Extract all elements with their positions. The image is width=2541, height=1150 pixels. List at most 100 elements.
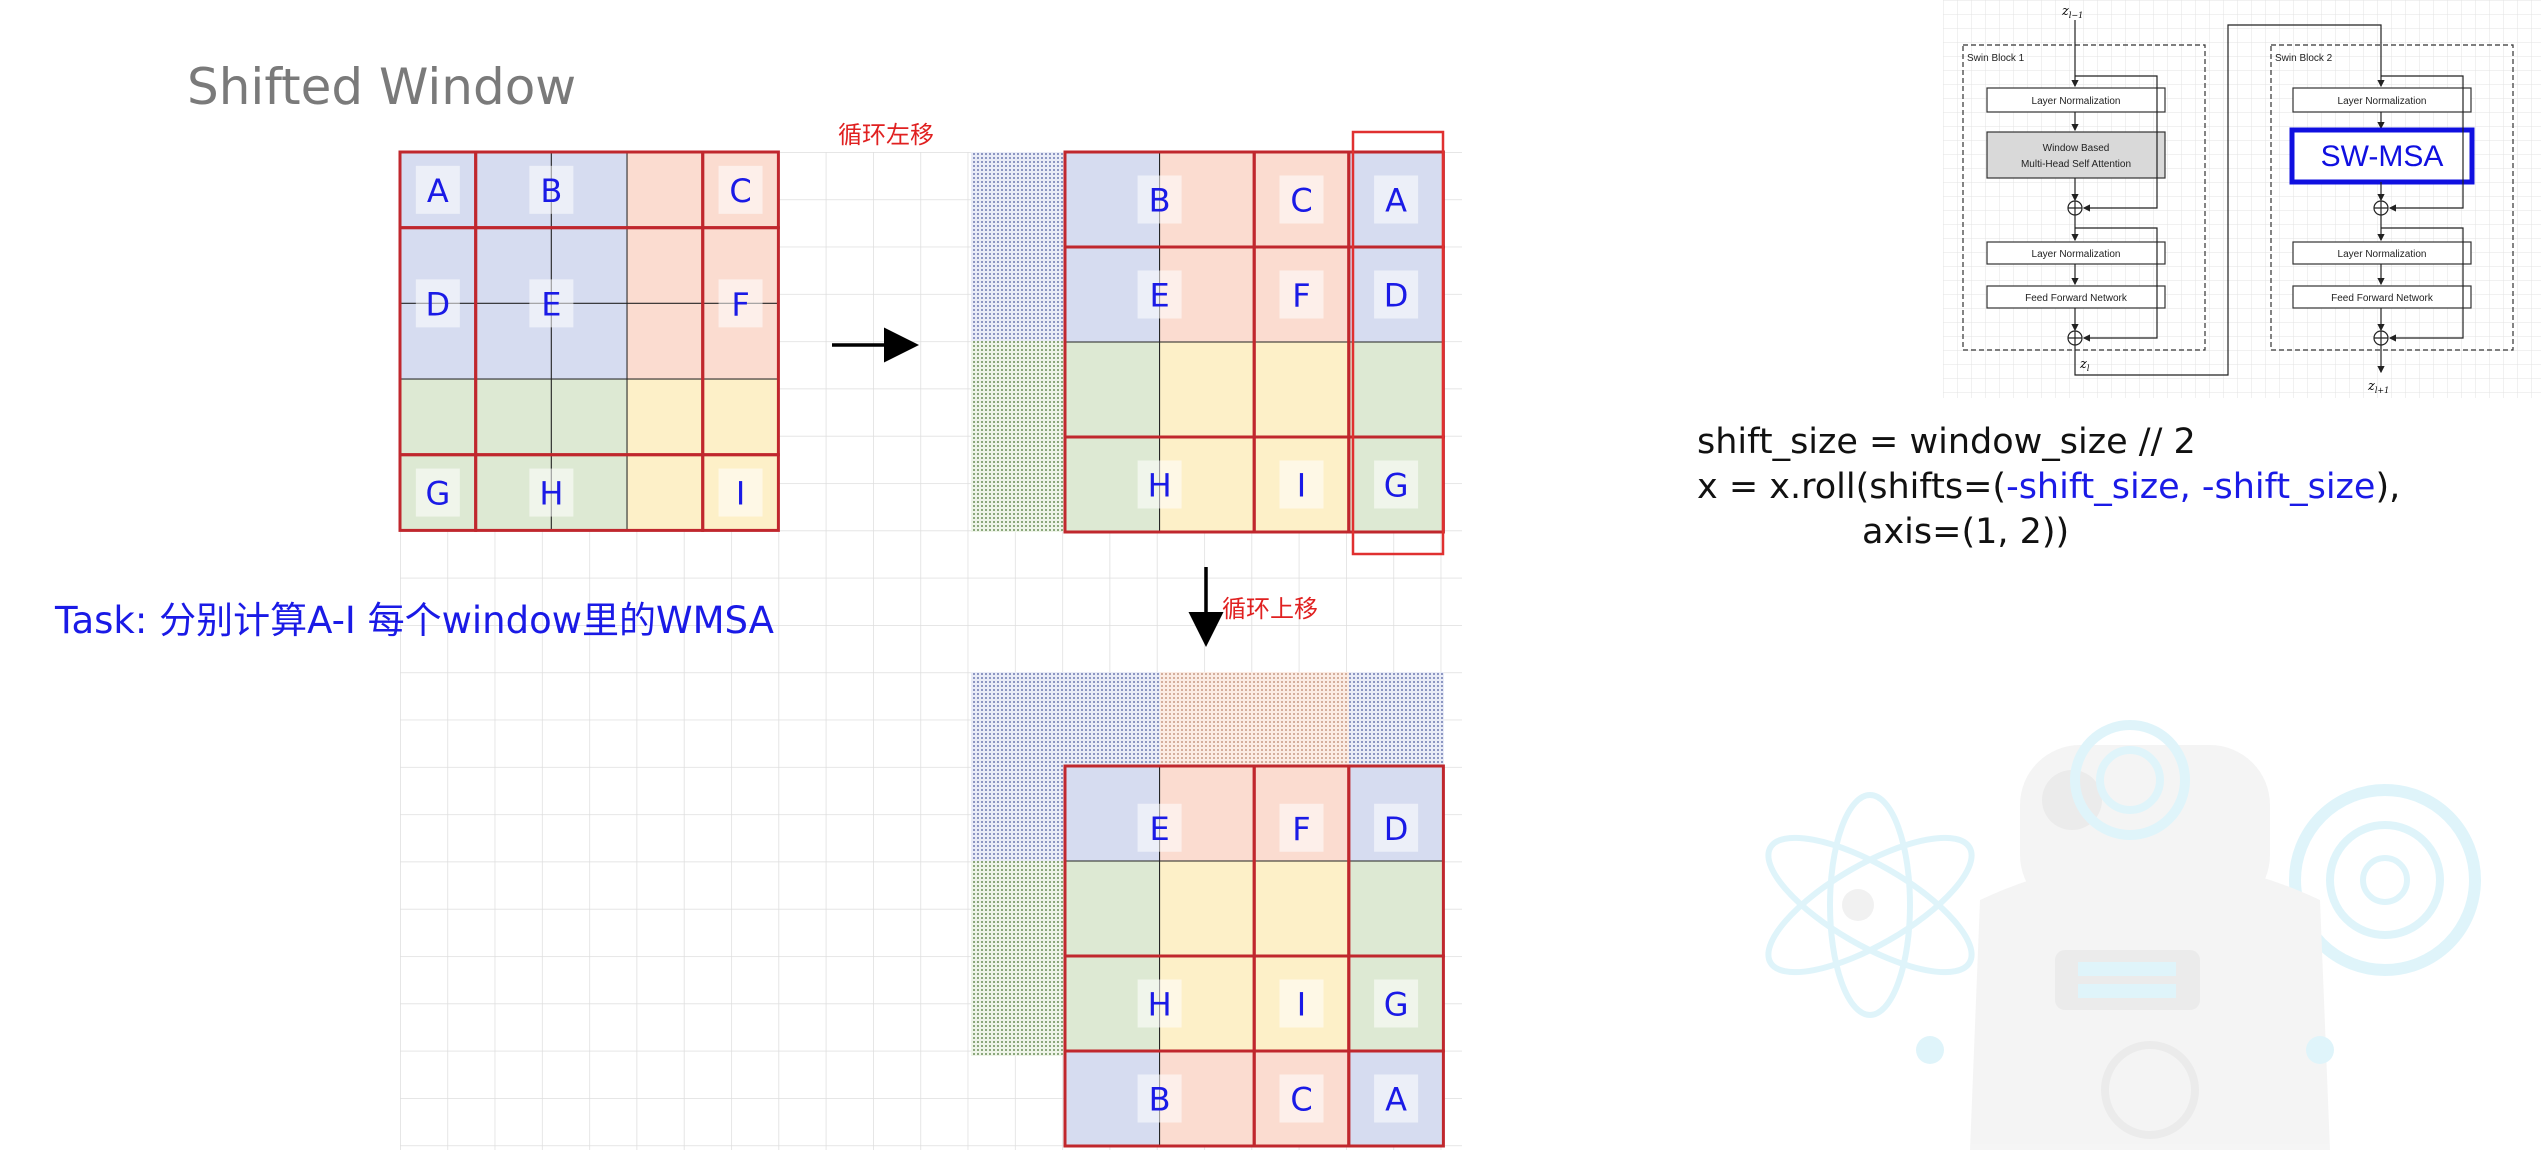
- svg-text:Window Based: Window Based: [2043, 143, 2110, 154]
- block2-swmsa: [2289, 127, 2475, 185]
- window-label-bg: [1374, 979, 1419, 1028]
- vacated-strip-left: [971, 152, 1066, 341]
- code-block: shift_size = window_size // 2 x = x.roll…: [1697, 420, 2400, 555]
- grid-cell: [1348, 860, 1444, 957]
- svg-text:SW-MSA: SW-MSA: [2321, 140, 2444, 173]
- vacated-strip-top-blue2: [1349, 672, 1444, 766]
- window-label-bg: [1374, 270, 1419, 319]
- window-label-B: B: [1149, 1081, 1171, 1119]
- svg-text:Layer Normalization: Layer Normalization: [2032, 96, 2121, 107]
- swin-block-1-title: Swin Block 1: [1967, 53, 2025, 64]
- svg-text:Layer Normalization: Layer Normalization: [2032, 249, 2121, 260]
- window-label-H: H: [1148, 986, 1172, 1024]
- grid-cell: [1253, 860, 1350, 957]
- grid-cell: [1159, 341, 1255, 438]
- window-label-bg: [1279, 979, 1324, 1028]
- swin-block-2: [2270, 44, 2514, 351]
- window-label-B: B: [540, 172, 562, 210]
- svg-text:Multi-Head Self Attention: Multi-Head Self Attention: [2021, 159, 2131, 170]
- code-line-2-args: -shift_size, -shift_size: [2006, 467, 2376, 507]
- task-text: Task: 分别计算A-I 每个window里的WMSA: [55, 599, 774, 642]
- window-label-bg: [1374, 1074, 1419, 1123]
- vacated-strip-top-blue: [971, 672, 1160, 766]
- vacated-strip-left-bottom: [971, 341, 1066, 532]
- grid-cell: [626, 227, 704, 304]
- grid-cell: [1348, 341, 1444, 438]
- slide-title: Shifted Window: [187, 58, 577, 116]
- grid-cell: [626, 378, 704, 456]
- code-line-2-suffix: ),: [2375, 467, 2401, 507]
- window-label-G: G: [1384, 467, 1409, 505]
- swin-architecture-figure: Swin Block 1 zl−1 Layer Normalization Wi…: [1943, 0, 2541, 398]
- window-label-G: G: [1384, 986, 1409, 1024]
- block1-wmsa: [1986, 131, 2166, 179]
- window-label-G: G: [425, 475, 450, 513]
- vacated-strip-side-green: [971, 861, 1066, 1056]
- vacated-strip-top-pink: [1160, 672, 1349, 766]
- mid-z-label: zl: [2079, 357, 2090, 373]
- code-line-2-prefix: x = x.roll(shifts=(: [1697, 467, 2007, 507]
- window-label-bg: [529, 279, 574, 328]
- window-label-H: H: [539, 475, 563, 513]
- window-label-bg: [1374, 460, 1419, 509]
- swin-block-2-title: Swin Block 2: [2275, 53, 2333, 64]
- vacated-strip-side-blue: [971, 766, 1066, 861]
- window-label-bg: [1137, 460, 1182, 509]
- window-label-bg: [415, 165, 460, 214]
- window-label-bg: [1279, 270, 1324, 319]
- grid-cell: [702, 378, 779, 456]
- window-label-bg: [1279, 460, 1324, 509]
- window-label-A: A: [1385, 1081, 1407, 1119]
- window-label-E: E: [1149, 810, 1169, 848]
- window-label-bg: [415, 468, 460, 517]
- window-label-bg: [1137, 175, 1182, 224]
- window-label-D: D: [426, 285, 451, 323]
- grid-cell: [1064, 860, 1161, 957]
- window-label-D: D: [1384, 277, 1409, 315]
- window-label-D: D: [1384, 810, 1409, 848]
- output-z-label: zl+1: [2367, 379, 2389, 395]
- window-label-bg: [1279, 175, 1324, 224]
- grid-cell: [626, 454, 704, 531]
- window-label-I: I: [1297, 986, 1306, 1024]
- grid-cell: [399, 378, 477, 456]
- window-label-I: I: [1297, 467, 1306, 505]
- window-label-I: I: [736, 475, 745, 513]
- block2-layer-norm-2: [2292, 241, 2472, 265]
- window-outline: [701, 453, 780, 532]
- grid-cell: [475, 378, 552, 456]
- grid-cell: [626, 302, 704, 380]
- window-label-bg: [718, 279, 763, 328]
- window-label-bg: [1137, 803, 1182, 852]
- window-label-C: C: [729, 172, 751, 210]
- block2-layer-norm-1: [2292, 87, 2472, 113]
- window-label-bg: [1137, 270, 1182, 319]
- shift-left-label: 循环左移: [838, 121, 934, 149]
- window-label-F: F: [1292, 810, 1310, 848]
- robot-illustration: [1765, 720, 2481, 1150]
- shift-up-label: 循环上移: [1222, 595, 1318, 623]
- window-label-bg: [1279, 803, 1324, 852]
- window-label-bg: [529, 468, 574, 517]
- window-label-bg: [1374, 175, 1419, 224]
- svg-text:Layer Normalization: Layer Normalization: [2338, 249, 2427, 260]
- code-line-1: shift_size = window_size // 2: [1697, 422, 2196, 462]
- window-label-E: E: [1149, 277, 1169, 315]
- swin-block-1: [1962, 44, 2206, 351]
- window-label-F: F: [731, 285, 749, 323]
- window-label-F: F: [1292, 277, 1310, 315]
- grid-cell: [1253, 341, 1350, 438]
- window-label-bg: [718, 468, 763, 517]
- svg-text:Layer Normalization: Layer Normalization: [2338, 96, 2427, 107]
- window-label-bg: [1137, 1074, 1182, 1123]
- block1-ffn: [1986, 285, 2166, 309]
- grid-cell: [550, 378, 628, 456]
- window-label-bg: [1374, 803, 1419, 852]
- window-label-E: E: [541, 285, 561, 323]
- grid-cell: [626, 151, 704, 229]
- block2-ffn: [2292, 285, 2472, 309]
- window-label-C: C: [1290, 182, 1312, 220]
- window-label-A: A: [1385, 182, 1407, 220]
